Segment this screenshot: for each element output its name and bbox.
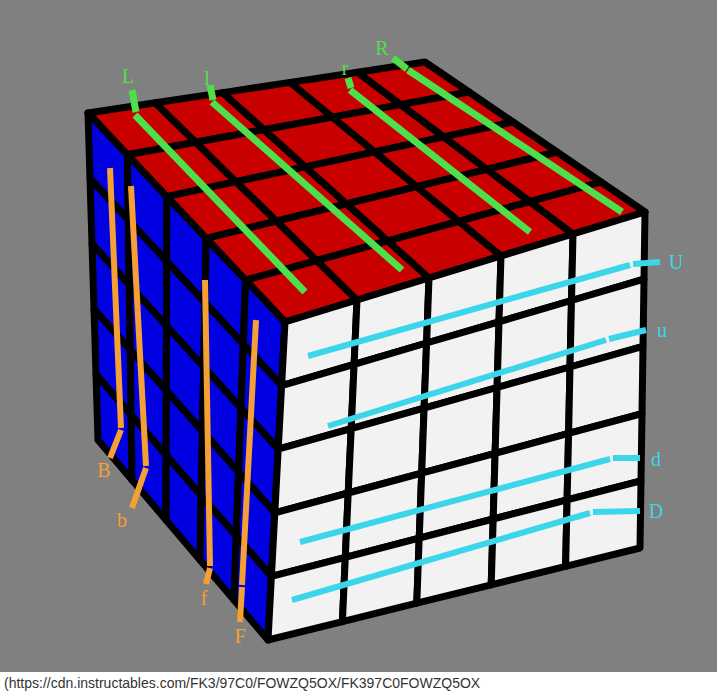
cubie-sticker [566,481,641,567]
cubie-sticker [166,455,201,560]
cubie-sticker [96,375,132,480]
slice-label: D [649,501,663,521]
slice-label: r [342,58,349,78]
background [0,0,717,672]
left-face [88,113,285,640]
cubie-sticker [491,500,567,585]
orange-slice-lines [110,168,256,622]
slice-markers [110,58,660,622]
cyan-slice-lines [292,262,660,600]
cubie-sticker [131,415,166,520]
green-slice-lines [132,58,622,292]
source-url: (https://cdn.instructables.com/FK3/97C0/… [4,676,480,690]
slice-label: F [234,626,245,646]
right-face [268,212,645,640]
slice-label: U [669,252,683,272]
slice-label: l [204,68,210,88]
slice-label: f [201,588,208,608]
slice-label: R [375,38,388,58]
cubie-sticker [200,496,236,600]
slice-label: L [122,66,134,86]
cube-faces [88,62,645,640]
slice-label: u [657,320,667,340]
slice-label: d [651,449,661,469]
slice-label: B [97,460,110,480]
slice-label: b [117,510,127,530]
